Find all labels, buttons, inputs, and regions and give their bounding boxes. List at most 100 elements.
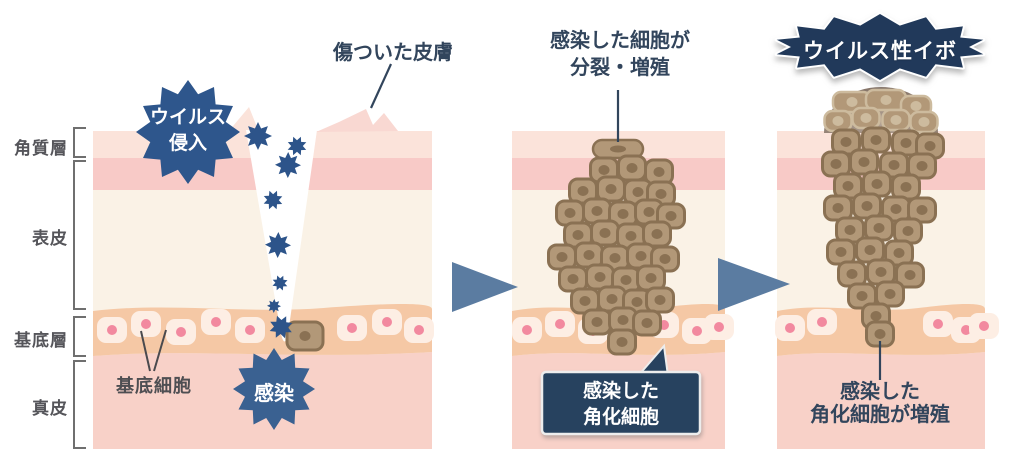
division-caption-line2: 分裂・増殖 (570, 57, 670, 79)
basal-cell (404, 317, 434, 343)
infected-cell (862, 170, 892, 198)
infected-cell (645, 286, 675, 314)
basal-cell (775, 315, 805, 341)
infected-cell (849, 148, 879, 176)
infected-cell (833, 172, 863, 200)
bracket-stratum-corneum (73, 127, 86, 158)
virus-icon (267, 299, 281, 313)
infected-cell (891, 173, 921, 201)
layer-brackets (73, 127, 86, 449)
proliferation-caption-line2: 角化細胞が増殖 (810, 404, 950, 426)
panel-3-wart (775, 87, 999, 449)
torn-skin-edge (316, 109, 398, 132)
basal-cells-label: 基底細胞 (116, 376, 192, 396)
damaged-skin-label: 傷ついた皮膚 (333, 42, 453, 64)
infected-cell (642, 220, 672, 248)
infected-cell (866, 258, 896, 286)
basal-cell (166, 319, 196, 345)
virus-entry-badge-label: ウイルス 侵入 (136, 105, 240, 157)
infected-keratinocyte-box (540, 370, 702, 436)
dermis-layer (777, 352, 985, 449)
infected-cell (574, 241, 604, 269)
infection-burst (233, 348, 315, 430)
box-line2: 角化細胞 (582, 407, 659, 428)
virus-icon (265, 232, 291, 258)
wart-badge-seal (774, 12, 986, 82)
torn-skin-flap (228, 107, 259, 132)
infected-cell (558, 265, 588, 293)
virus-icon (269, 315, 293, 339)
basal-cells-pointer-line (153, 329, 167, 372)
wart-cell (823, 109, 853, 133)
infected-cell (864, 214, 894, 242)
infected-cell (570, 287, 600, 315)
basal-cell (235, 317, 265, 343)
infected-cell (821, 150, 851, 178)
infected-cell (585, 263, 615, 291)
infected-cell (555, 199, 585, 227)
basal-cell (512, 317, 542, 343)
infected-cell (861, 126, 891, 154)
layer-label-stratum-corneum: 角質層 (14, 139, 68, 158)
wound-channel (246, 130, 317, 342)
infected-keratinocyte-box-label: 感染した 角化細胞 (542, 379, 700, 431)
layer-label-epidermis: 表皮 (32, 229, 68, 248)
infected-cell (865, 320, 895, 348)
proliferation-caption: 感染した 角化細胞が増殖 (768, 381, 992, 427)
arrow-step2-to-step3 (718, 258, 790, 311)
infected-cell (582, 197, 612, 225)
arrow-step1-to-step2 (452, 262, 518, 312)
basal-cell (201, 309, 231, 335)
basal-cell (923, 311, 953, 337)
wart-cell (831, 90, 873, 114)
basal-cells-pointer-line (140, 330, 151, 372)
bracket-dermis (73, 360, 86, 449)
infected-cell (837, 260, 867, 288)
infected-cell (582, 308, 612, 336)
damaged-skin-pointer-line (369, 63, 393, 109)
wart-cell (909, 110, 939, 134)
virus-icon (263, 190, 283, 210)
basal-cell (131, 311, 161, 337)
infected-cell (907, 196, 937, 224)
infected-cell (632, 309, 662, 337)
virus-icon (275, 152, 301, 178)
infection-badge-label: 感染 (254, 383, 294, 405)
virus-icon (287, 136, 307, 156)
proliferation-caption-line1: 感染した (840, 381, 920, 403)
layer-label-dermis: 真皮 (32, 399, 68, 418)
virus-icon (244, 122, 272, 150)
basal-cell (97, 317, 127, 343)
division-caption: 感染した細胞が 分裂・増殖 (535, 28, 705, 82)
infected-cell (547, 243, 577, 271)
step-arrows (452, 258, 790, 312)
infected-cell (644, 158, 674, 186)
basal-cell (807, 309, 837, 335)
infected-cell (893, 217, 923, 245)
badges (136, 12, 986, 436)
box-line1: 感染した (582, 381, 659, 402)
basal-cell (545, 311, 575, 337)
basal-cell (372, 309, 402, 335)
infected-cell (875, 280, 905, 308)
infected-cell (855, 236, 885, 264)
infected-cell (895, 261, 925, 289)
infected-cell (852, 192, 882, 220)
layer-label-basal-layer: 基底層 (14, 331, 68, 350)
panel-1-virus-entry (93, 107, 434, 449)
skin-panels (93, 87, 999, 449)
infected-cell (623, 178, 653, 206)
wart-badge-label: ウイルス性イボ (803, 40, 957, 63)
virus-entry-line1: ウイルス (149, 107, 226, 128)
infected-cell (636, 264, 666, 292)
infected-cell (590, 219, 620, 247)
wart-cell (881, 108, 911, 132)
wart-cell (851, 106, 881, 130)
division-caption-line1: 感染した細胞が (550, 30, 690, 52)
virus-icon (272, 275, 288, 291)
infected-cell (596, 175, 626, 203)
bracket-epidermis (73, 160, 86, 310)
basal-cell (969, 313, 999, 339)
